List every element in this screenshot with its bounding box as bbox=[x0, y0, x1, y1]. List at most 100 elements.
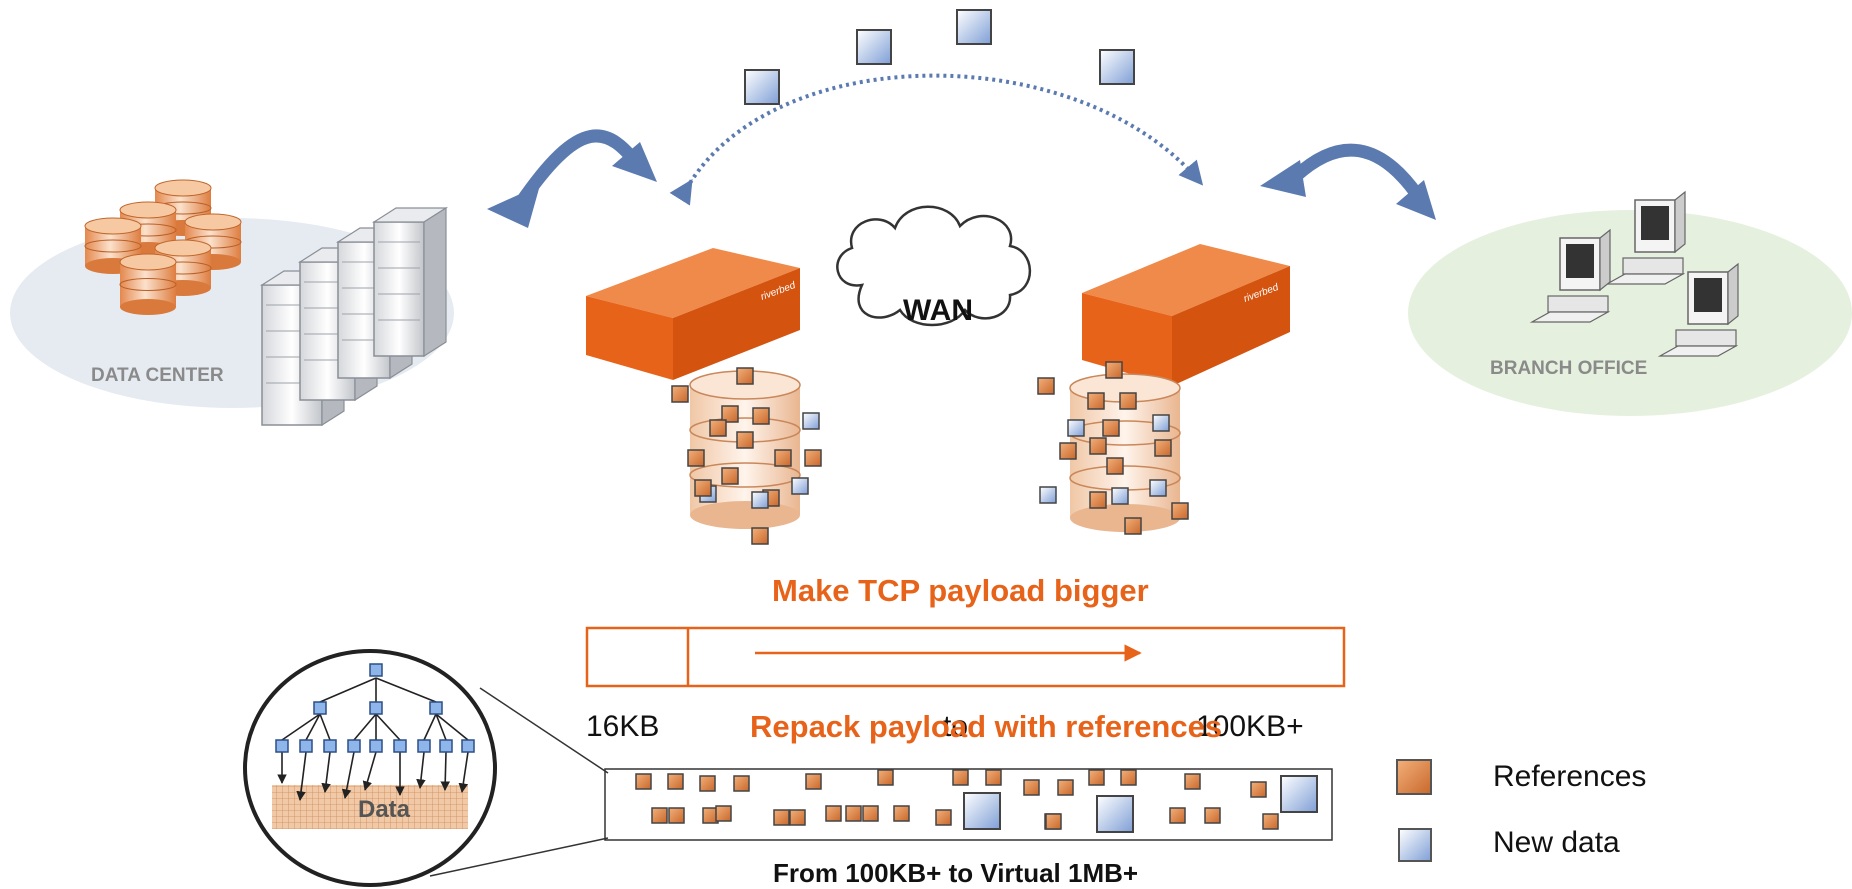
tree-edge bbox=[435, 713, 447, 741]
reference-packet bbox=[699, 775, 716, 792]
reference-packet bbox=[1037, 377, 1055, 395]
floating-packets bbox=[744, 9, 1135, 105]
reference-packet bbox=[671, 385, 689, 403]
computer-icon bbox=[1657, 262, 1739, 357]
reference-packet bbox=[1154, 439, 1172, 457]
database-cluster-icon bbox=[84, 179, 242, 315]
reference-packet bbox=[773, 809, 790, 826]
new-data-packet bbox=[1099, 49, 1135, 85]
store-packets bbox=[671, 361, 1189, 545]
reference-packet bbox=[1262, 813, 1279, 830]
repack-packets bbox=[635, 769, 1318, 833]
tcp-to-word: to bbox=[943, 710, 969, 743]
server-rack-icon bbox=[259, 206, 449, 427]
tree-edge bbox=[321, 751, 331, 793]
repack-title: Repack payload with references bbox=[750, 709, 1223, 744]
tree-edge bbox=[440, 751, 451, 791]
computer-icon bbox=[1529, 228, 1611, 323]
tree-node bbox=[417, 739, 431, 753]
tree-node bbox=[461, 739, 475, 753]
reference-packet bbox=[845, 805, 862, 822]
tree-edge bbox=[362, 751, 377, 791]
reference-packet bbox=[1087, 392, 1105, 410]
legend-new-data-swatch bbox=[1398, 828, 1432, 862]
reference-packet bbox=[733, 775, 750, 792]
reference-packet bbox=[1057, 779, 1074, 796]
tree-structure bbox=[275, 663, 475, 801]
reference-packet bbox=[721, 405, 739, 423]
tree-edge bbox=[319, 677, 377, 703]
reference-packet bbox=[774, 449, 792, 467]
branch-office-group bbox=[1408, 190, 1852, 416]
reference-packet bbox=[1089, 491, 1107, 509]
new-data-packet bbox=[856, 29, 892, 65]
reference-packet bbox=[668, 807, 685, 824]
reference-packet bbox=[1059, 442, 1077, 460]
computer-icon bbox=[1604, 190, 1686, 285]
server-unit-icon bbox=[371, 206, 449, 358]
reference-packet bbox=[635, 773, 652, 790]
tree-node bbox=[299, 739, 313, 753]
left-arrowhead-icon bbox=[487, 185, 540, 228]
reference-packet bbox=[805, 773, 822, 790]
tree-edge bbox=[296, 751, 307, 801]
reference-packet bbox=[935, 809, 952, 826]
reference-packet bbox=[715, 805, 732, 822]
zoom-tree-circle: Data bbox=[243, 649, 497, 887]
reference-packet bbox=[804, 449, 822, 467]
tree-edge bbox=[458, 751, 469, 793]
tree-edge bbox=[341, 751, 355, 799]
reference-packet bbox=[1204, 807, 1221, 824]
reference-packet bbox=[789, 809, 806, 826]
tree-node bbox=[369, 701, 383, 715]
wan-dotted-arc bbox=[669, 73, 1204, 206]
new-data-packet bbox=[963, 792, 1001, 830]
tree-edge bbox=[416, 751, 426, 789]
tree-edge bbox=[281, 713, 321, 741]
reference-packet bbox=[687, 449, 705, 467]
right-double-arrow-icon bbox=[1289, 143, 1425, 203]
reference-packet bbox=[721, 467, 739, 485]
tree-node bbox=[369, 663, 383, 677]
new-data-packet bbox=[1067, 419, 1085, 437]
reference-packet bbox=[1119, 392, 1137, 410]
tree-edge bbox=[319, 713, 331, 741]
reference-packet bbox=[1023, 779, 1040, 796]
tcp-payload-title: Make TCP payload bigger bbox=[772, 573, 1149, 608]
reference-packet bbox=[893, 805, 910, 822]
reference-packet bbox=[1124, 517, 1142, 535]
zoom-connector-bottom bbox=[429, 837, 609, 877]
right-arrowhead-icon bbox=[1260, 160, 1306, 197]
reference-packet bbox=[1102, 419, 1120, 437]
new-data-packet bbox=[802, 412, 820, 430]
tree-node bbox=[323, 739, 337, 753]
tcp-from-label: 16KB bbox=[586, 710, 660, 743]
reference-packet bbox=[1250, 781, 1267, 798]
branch-office-label: BRANCH OFFICE bbox=[1490, 358, 1648, 379]
branch-office-ellipse bbox=[1408, 210, 1852, 416]
legend-references-label: References bbox=[1493, 760, 1647, 793]
legend-new-data-label: New data bbox=[1493, 826, 1620, 859]
reference-packet bbox=[709, 419, 727, 437]
database-cylinder-icon bbox=[119, 253, 177, 315]
tree-node bbox=[369, 739, 383, 753]
tree-node bbox=[275, 739, 289, 753]
right-arrowhead2-icon bbox=[1396, 180, 1436, 220]
reference-packet bbox=[1088, 769, 1105, 786]
legend-references-swatch bbox=[1396, 759, 1432, 795]
reference-packet bbox=[651, 807, 668, 824]
reference-packet bbox=[1045, 813, 1062, 830]
reference-packet bbox=[1171, 502, 1189, 520]
left-arrowhead2-icon bbox=[612, 142, 657, 182]
new-data-packet bbox=[744, 69, 780, 105]
tree-node bbox=[313, 701, 327, 715]
tree-node bbox=[429, 701, 443, 715]
zoom-connector-top bbox=[479, 687, 609, 774]
new-data-packet bbox=[1280, 775, 1318, 813]
new-data-packet bbox=[956, 9, 992, 45]
left-steelhead-appliance-icon: riverbed bbox=[586, 248, 800, 380]
workstation-icon bbox=[1529, 190, 1739, 357]
tree-edge bbox=[435, 713, 469, 741]
reference-packet bbox=[862, 805, 879, 822]
